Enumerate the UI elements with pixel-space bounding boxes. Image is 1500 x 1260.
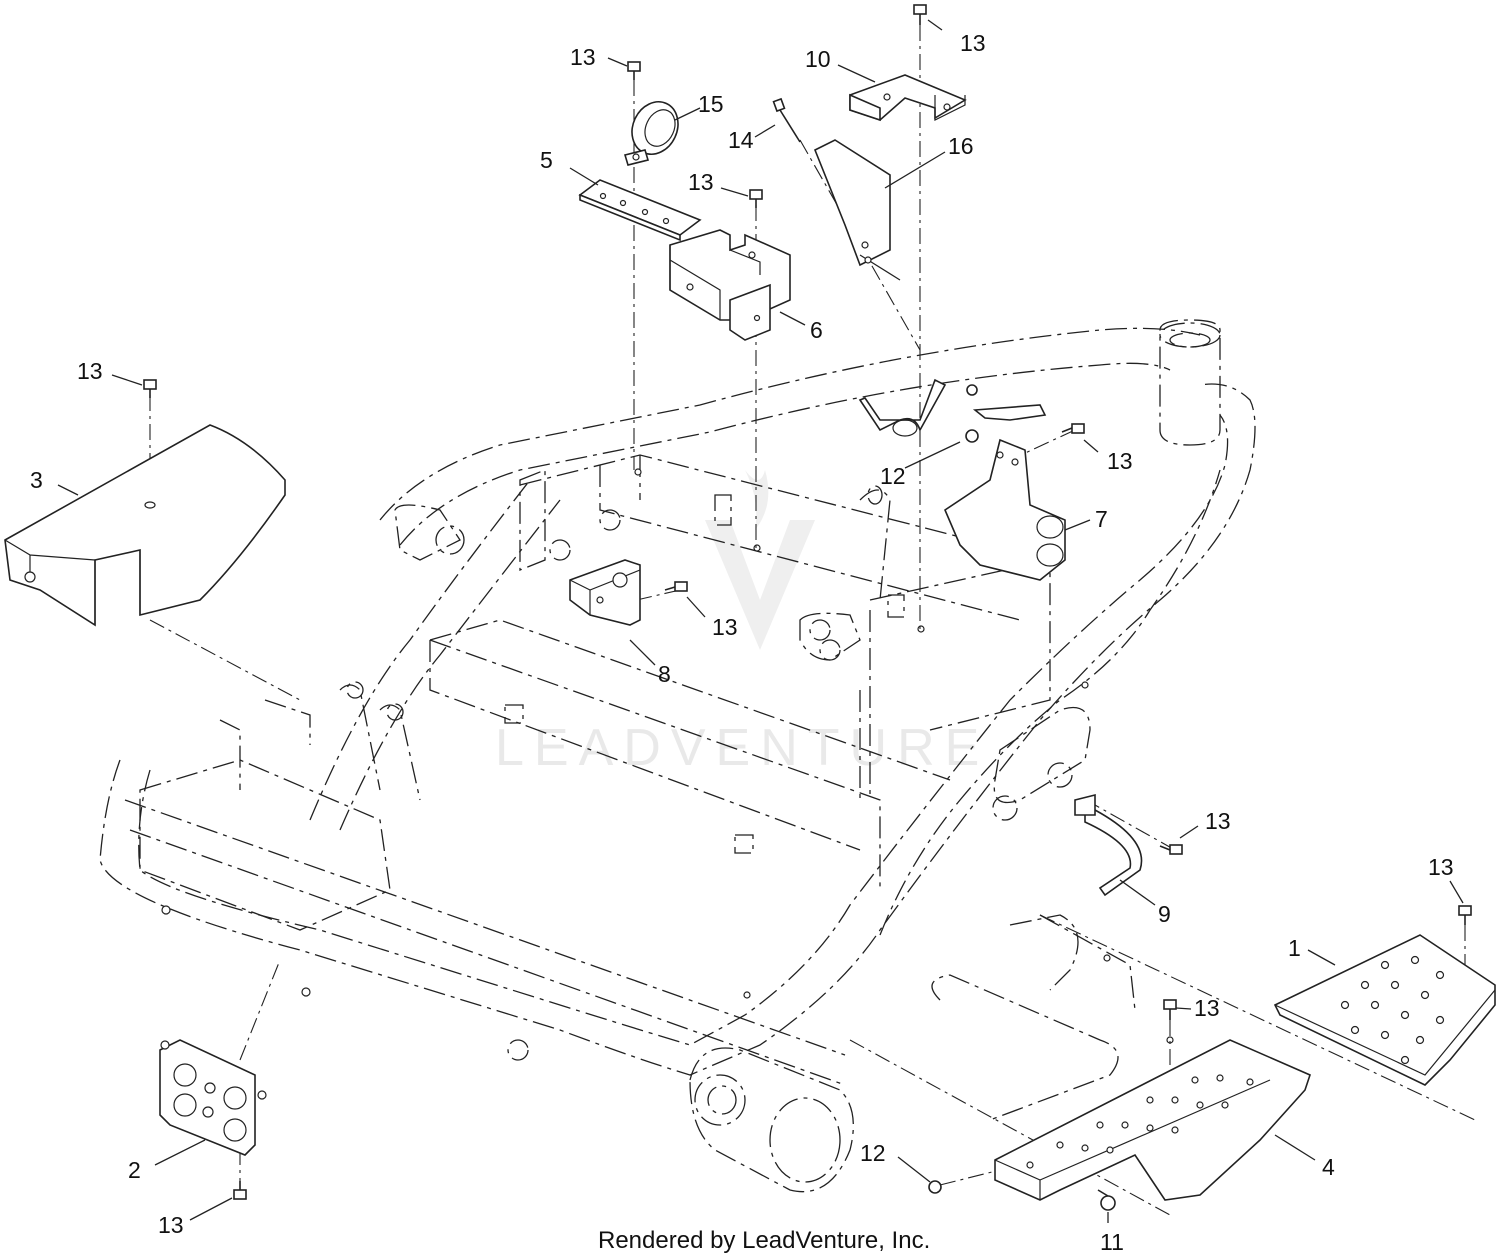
callout-11: 11	[1100, 1229, 1124, 1255]
rail-holes	[161, 468, 1174, 1044]
leader-lines	[57, 19, 1464, 1223]
part-8-bracket	[569, 559, 641, 626]
foot-plate-1-holes	[1340, 955, 1445, 1065]
callout-6: 6	[810, 317, 823, 343]
foot-plate-4-holes	[1026, 1074, 1254, 1169]
pin-11	[1097, 1189, 1116, 1211]
callout-1: 1	[1288, 935, 1301, 961]
part-16-bracket	[813, 139, 901, 281]
part-14-bolt	[772, 97, 801, 143]
callout-5: 5	[540, 147, 553, 173]
bolt-13	[1163, 999, 1177, 1020]
leadventure-watermark: LEADVENTURE	[495, 470, 989, 777]
callout-13: 13	[570, 44, 596, 70]
bolt-13	[1458, 905, 1472, 925]
part-1-foot-plate	[1273, 934, 1496, 1086]
bolt-13	[749, 189, 763, 208]
bolt-13	[627, 61, 641, 80]
callout-12: 12	[880, 463, 906, 489]
bolt-13	[1061, 423, 1085, 434]
bolt-13	[1159, 844, 1183, 855]
part-5-bracket	[578, 179, 702, 242]
part-3-rear-cover	[4, 424, 286, 627]
callout-13: 13	[158, 1212, 184, 1238]
callout-9: 9	[1158, 901, 1171, 927]
bolt-13	[664, 581, 688, 592]
bolt-13	[913, 4, 927, 25]
callout-13: 13	[1205, 808, 1231, 834]
render-credit: Rendered by LeadVenture, Inc.	[598, 1227, 930, 1254]
fasteners	[143, 4, 1472, 1211]
callout-8: 8	[658, 661, 671, 687]
callout-labels: 1 2 3 4 5 6 7 8 9 10 11 12 12 13 13 13 1…	[30, 30, 1454, 1255]
part-9-hose	[1074, 793, 1143, 897]
assembly-center-lines	[149, 25, 1476, 1216]
callout-10: 10	[805, 46, 831, 72]
callout-2: 2	[128, 1157, 141, 1183]
callout-16: 16	[948, 133, 974, 159]
callout-15: 15	[698, 91, 724, 117]
bolt-13	[233, 1181, 247, 1200]
watermark-text: LEADVENTURE	[495, 719, 989, 777]
callout-4: 4	[1322, 1154, 1335, 1180]
callout-13: 13	[1428, 854, 1454, 880]
part-15-clamp	[623, 101, 679, 166]
callout-13: 13	[688, 169, 714, 195]
callout-13: 13	[1107, 448, 1133, 474]
part-10-plate	[849, 74, 967, 122]
nut-12	[928, 1180, 942, 1194]
part-7-mount-plate	[944, 438, 1066, 581]
callout-13: 13	[77, 358, 103, 384]
part-2-front-plate	[159, 1039, 267, 1156]
callout-7: 7	[1095, 506, 1108, 532]
part-4-foot-plate	[994, 1039, 1311, 1201]
callout-13: 13	[1194, 995, 1220, 1021]
bolt-13	[143, 379, 157, 398]
callout-13: 13	[712, 614, 738, 640]
callout-13: 13	[960, 30, 986, 56]
callout-3: 3	[30, 467, 43, 493]
main-frame	[99, 319, 1256, 1193]
part-6-bracket	[669, 229, 791, 341]
callout-14: 14	[728, 127, 754, 153]
callout-12: 12	[860, 1140, 886, 1166]
nut-12	[965, 384, 979, 443]
